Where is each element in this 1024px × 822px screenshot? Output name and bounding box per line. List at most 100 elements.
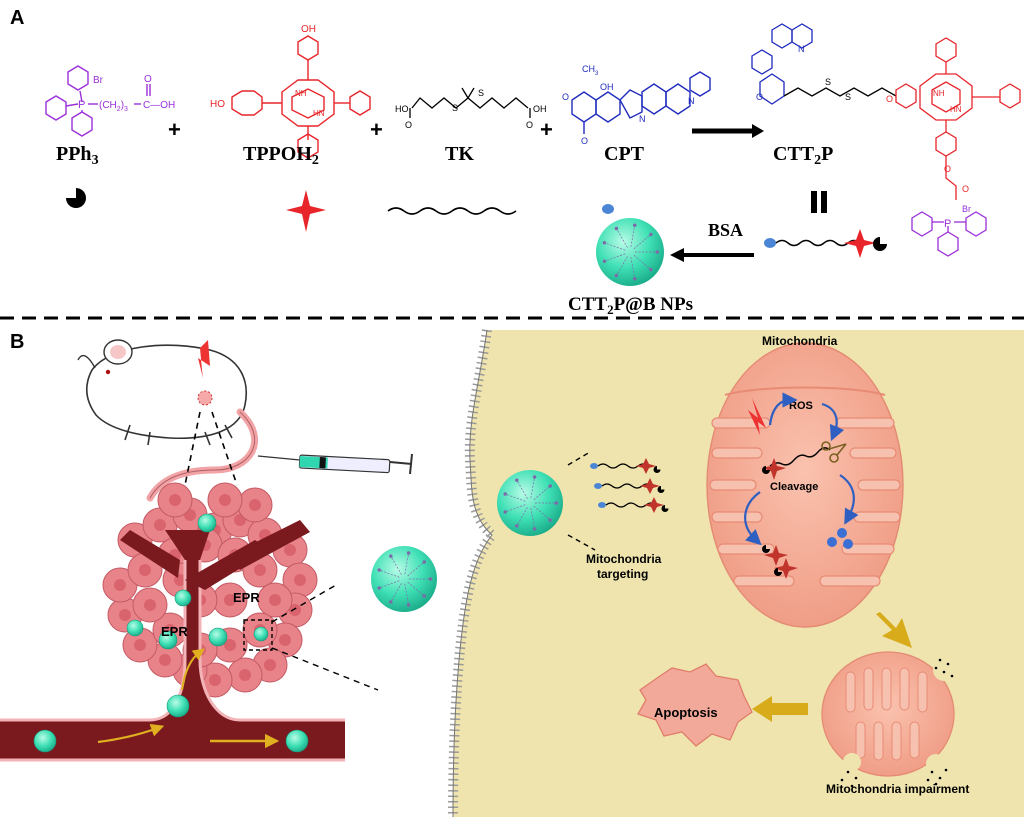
tumor-cell-nucleus: [224, 639, 236, 651]
nanoparticle-spoke: [530, 476, 535, 499]
small-nanoparticle: [253, 626, 269, 642]
svg-text:P: P: [78, 99, 85, 111]
cleavage-label: Cleavage: [770, 481, 818, 493]
nanoparticle-spoke-end: [503, 510, 507, 514]
mito-cleaved-molecule: [762, 441, 847, 480]
svg-text:P: P: [944, 218, 951, 230]
svg-text:C—OH: C—OH: [143, 100, 175, 111]
svg-text:O: O: [526, 120, 533, 130]
leak-dot: [854, 776, 858, 780]
cpt-dot-icon: [602, 204, 614, 214]
leak-dot: [934, 782, 938, 786]
nanoparticle-spoke: [604, 242, 626, 251]
nanoparticle-spoke-end: [532, 475, 537, 479]
pph3-labels: Br P (CH2)3 C—OH O: [78, 74, 175, 113]
tumor-cell-nucleus: [249, 499, 261, 511]
svg-text:N: N: [639, 114, 646, 124]
vessel-nanoparticles: [33, 513, 309, 753]
nanoparticle-spoke: [404, 583, 409, 606]
cpt-structure: [571, 71, 711, 134]
nanoparticle-spoke-end: [614, 273, 619, 278]
svg-text:O: O: [962, 184, 969, 194]
nanoparticle-spoke-end: [554, 501, 559, 505]
released-photosensitizer: [644, 497, 664, 513]
svg-text:O: O: [581, 136, 588, 146]
nanoparticle-spoke-end: [602, 240, 607, 245]
nanoparticle-spoke-end: [655, 250, 659, 254]
svg-text:HN: HN: [950, 105, 962, 114]
leak-dot: [926, 778, 930, 782]
tumor-cell-nucleus: [139, 564, 151, 576]
nanoparticle-spoke: [630, 225, 636, 248]
bsa-arrowhead: [670, 248, 684, 262]
tumor-cell-nucleus: [279, 634, 291, 646]
svg-text:N: N: [798, 44, 805, 54]
ros-label: ROS: [789, 400, 813, 412]
svg-text:HO: HO: [210, 99, 225, 110]
tk-labels: HO O OH O S S: [395, 88, 547, 130]
epr-label-2: EPR: [161, 624, 188, 639]
tumor-cell-nucleus: [284, 544, 296, 556]
nanoparticle-spoke-end: [389, 600, 393, 604]
zoom-box-line-2: [271, 647, 379, 691]
svg-text:OH: OH: [301, 24, 316, 35]
tumor-cell-nucleus: [119, 609, 131, 621]
svg-text:O: O: [944, 164, 951, 174]
reaction-arrowhead: [752, 124, 764, 138]
nanoparticle-spoke-end: [406, 551, 411, 555]
nanoparticle-spoke: [379, 569, 400, 578]
arrow-to-apoptosis: [752, 696, 808, 722]
svg-text:(CH2)3: (CH2)3: [99, 100, 128, 113]
nanoparticle-outside: [371, 546, 437, 612]
released-photosensitizer: [640, 478, 660, 494]
pph3-structure: [45, 65, 151, 137]
mito-ros-arrows: [744, 392, 859, 546]
small-nanoparticle: [208, 627, 228, 647]
zoom-line-left: [184, 411, 201, 486]
leak-dot: [938, 776, 942, 780]
small-nanoparticle: [33, 729, 57, 753]
nanoparticle-inside: [497, 470, 563, 536]
nanoparticle-spoke-end: [422, 560, 426, 564]
targeting-label-line2: targeting: [597, 567, 648, 581]
cpt-labels: CH3 OH O O N N: [562, 64, 695, 146]
tppoh2-star-icon: [286, 190, 326, 232]
leak-dot: [938, 658, 942, 662]
small-nanoparticle: [126, 619, 144, 637]
nanoparticle-spoke-end: [377, 586, 381, 590]
released-tpp: [661, 505, 669, 512]
ctt2p-structure: [751, 23, 1021, 257]
small-nanoparticle: [158, 630, 178, 650]
leak-dot: [950, 674, 954, 678]
tumor-cell-nucleus: [224, 594, 236, 606]
nanoparticle-spoke: [533, 505, 551, 521]
laser-bolt-icon: [748, 398, 766, 435]
svg-text:S: S: [452, 103, 458, 113]
tumor-cell-nucleus: [159, 654, 171, 666]
tumor-cell-nucleus: [114, 579, 126, 591]
syringe-icon: [257, 453, 413, 475]
nanoparticle-spoke: [390, 583, 402, 603]
nanoparticle-spoke-end: [649, 267, 653, 272]
svg-text:OH: OH: [533, 104, 547, 114]
product-ctt2p-name: CTT2P: [773, 143, 833, 168]
ctt2p-assembled-icon: [764, 229, 887, 258]
mouse-illustration: [77, 339, 259, 502]
nanoparticle-spoke: [390, 555, 402, 575]
released-tpp: [653, 466, 661, 474]
flow-arrow-1: [97, 724, 165, 744]
tumor-cell-nucleus: [209, 674, 221, 686]
reagent-pph3-name: PPh3: [56, 143, 99, 168]
nanoparticle-spoke: [505, 504, 526, 513]
svg-text:O: O: [886, 94, 893, 104]
nanoparticle-spoke: [516, 479, 528, 499]
nanoparticle-spoke: [407, 581, 425, 597]
leak-dot: [850, 784, 854, 788]
nanoparticle-spoke-end: [377, 568, 381, 572]
nanoparticle-spoke-end: [532, 527, 537, 531]
svg-text:O: O: [405, 120, 412, 130]
small-nanoparticle: [166, 694, 190, 718]
nanoparticle-spoke: [616, 228, 628, 248]
arrow-to-impairment: [876, 612, 912, 648]
